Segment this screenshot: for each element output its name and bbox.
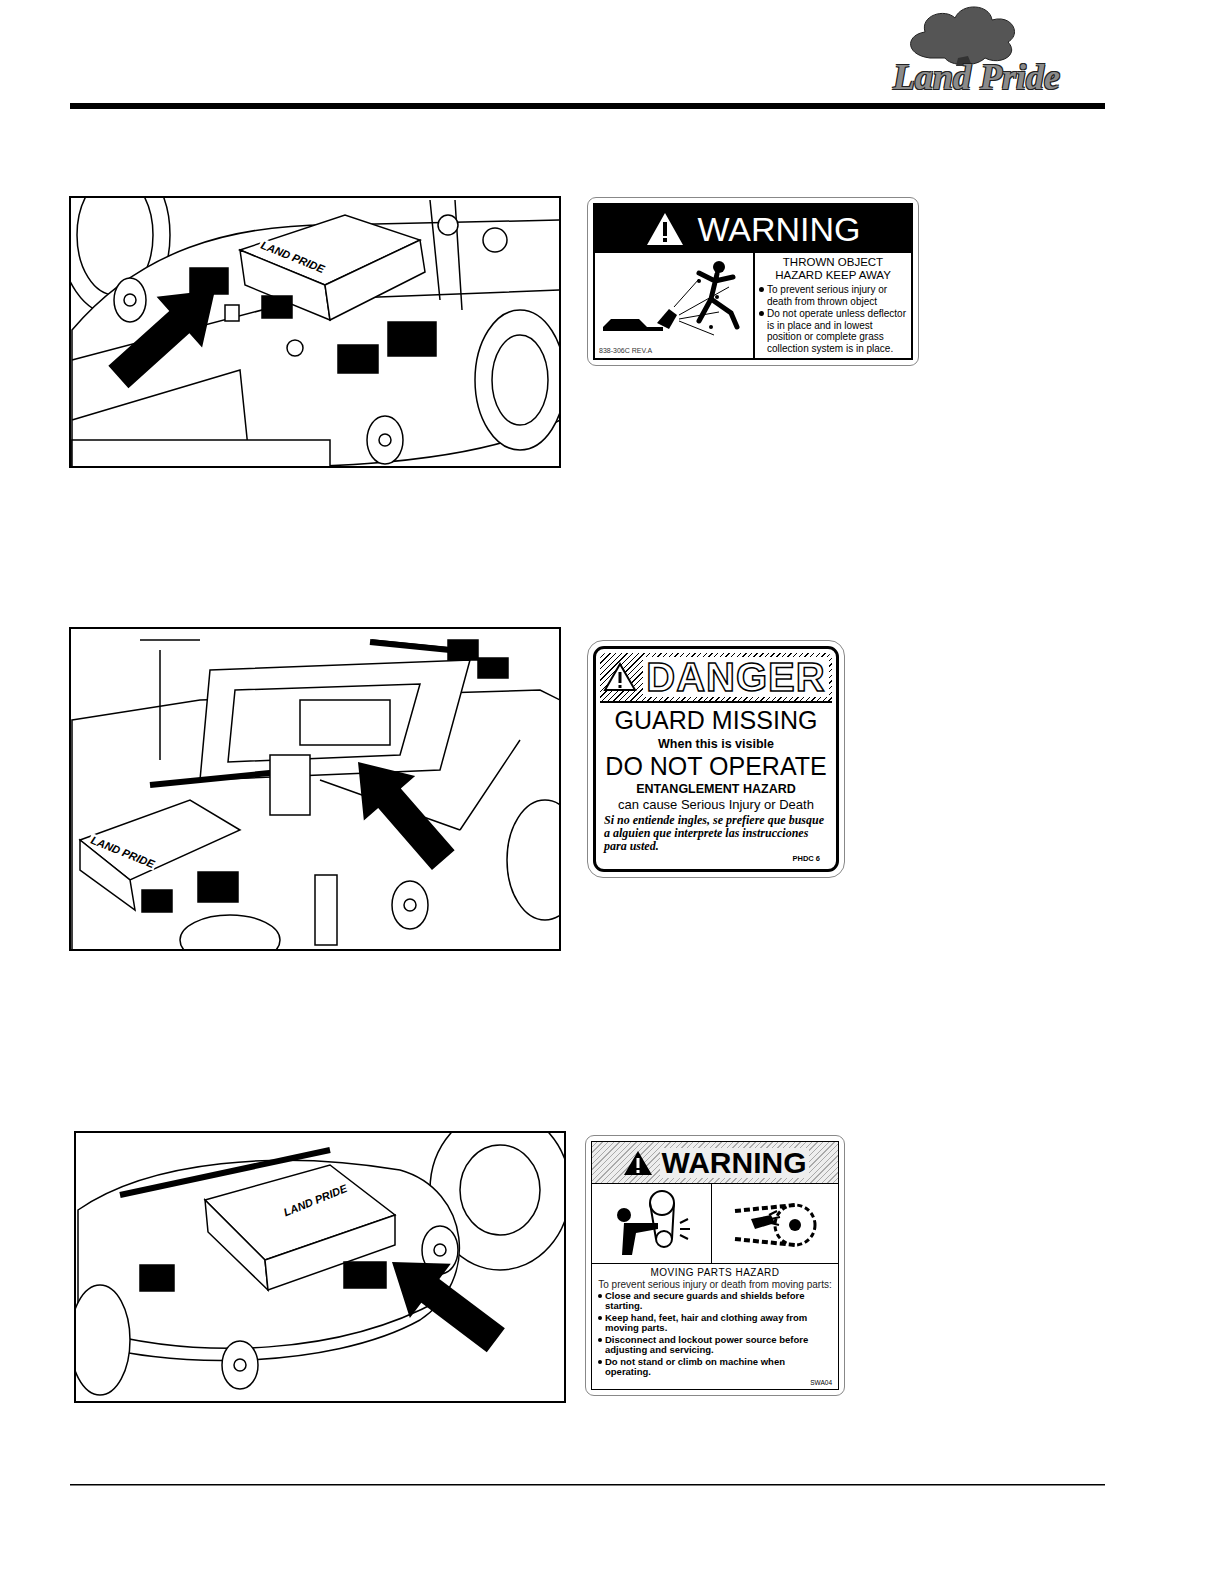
belt-entanglement-pictogram — [602, 1189, 702, 1259]
pointer-arrow — [332, 740, 469, 883]
message-panel: THROWN OBJECT HAZARD KEEP AWAY To prevent… — [755, 253, 911, 358]
signal-band: DANGER — [600, 653, 832, 703]
bullet-dot — [598, 1294, 602, 1298]
decal-inner: WARNING MOVING PARTS HAZARDTo prevent ser… — [591, 1141, 839, 1390]
bullet-dot — [598, 1360, 602, 1364]
message-line-large: GUARD MISSING — [615, 707, 818, 735]
bullet-item: Close and secure guards and shields befo… — [598, 1291, 832, 1312]
message-line: can cause Serious Injury or Death — [618, 797, 814, 812]
thrown-object-pictogram — [599, 257, 749, 345]
bullet-item: Disconnect and lockout power source befo… — [598, 1335, 832, 1356]
hazard-title: MOVING PARTS HAZARD — [598, 1267, 832, 1278]
decal-code: PHDC 6 — [792, 854, 820, 863]
message-line-small: ENTANGLEMENT HAZARD — [636, 782, 795, 796]
pictogram-cell — [592, 1184, 712, 1263]
pictogram-cell — [712, 1184, 838, 1263]
signal-word: WARNING — [660, 1148, 809, 1178]
pointer-arrow — [96, 265, 238, 403]
bullet-text: Keep hand, feet, hair and clothing away … — [605, 1313, 832, 1334]
bullet-item: Do not operate unless deflector is in pl… — [759, 308, 907, 354]
bullet-item: Do not stand or climb on machine when op… — [598, 1357, 832, 1378]
bullet-dot — [598, 1316, 602, 1320]
message-line-small: When this is visible — [658, 737, 774, 751]
bullet-item: To prevent serious injury or death from … — [759, 284, 907, 307]
decal-body: 838-306C REV.A THROWN OBJECT HAZARD KEEP … — [595, 253, 911, 358]
alert-triangle — [645, 211, 685, 247]
brand-logo: Land Pride — [893, 56, 1060, 98]
pictogram-panel: 838-306C REV.A — [595, 253, 755, 358]
chain-entanglement-pictogram — [725, 1189, 825, 1259]
bullet-text: Do not stand or climb on machine when op… — [605, 1357, 832, 1378]
signal-word: WARNING — [697, 212, 860, 246]
signal-band: WARNING — [592, 1142, 838, 1184]
decal-code: SWA04 — [810, 1379, 832, 1386]
alert-triangle — [622, 1149, 654, 1177]
bullet-dot — [759, 311, 764, 316]
mower-deck-illustration — [71, 198, 559, 466]
signal-band: WARNING — [595, 205, 911, 253]
decal-inner: WARNING 838-306C REV.A THROWN OBJECT HAZAR… — [593, 203, 913, 360]
decal-code: 838-306C REV.A — [599, 347, 749, 354]
bullet-text: Do not operate unless deflector is in pl… — [767, 308, 907, 354]
bullet-dot — [598, 1338, 602, 1342]
danger-decal: DANGER GUARD MISSING When this is visibleD… — [587, 640, 845, 878]
pictogram-row — [592, 1184, 838, 1264]
bullet-text: Close and secure guards and shields befo… — [605, 1291, 832, 1312]
signal-word: DANGER — [643, 657, 828, 697]
decal-inner: DANGER GUARD MISSING When this is visibleD… — [593, 646, 839, 872]
message-line: To prevent serious injury or death from … — [598, 1279, 832, 1290]
bullet-dot — [759, 287, 764, 292]
figure-frame — [70, 628, 560, 950]
bullet-item: Keep hand, feet, hair and clothing away … — [598, 1313, 832, 1334]
bullet-text: Disconnect and lockout power source befo… — [605, 1335, 832, 1356]
alert-triangle — [603, 662, 637, 692]
message-line-large: DO NOT OPERATE — [605, 753, 826, 781]
message-panel: MOVING PARTS HAZARDTo prevent serious in… — [592, 1264, 838, 1389]
mower-deck-illustration — [76, 1133, 564, 1395]
header-rule — [70, 103, 1105, 109]
hazard-title: THROWN OBJECT HAZARD KEEP AWAY — [759, 256, 907, 281]
mower-deck-illustration — [72, 640, 559, 949]
warning-decal: WARNING 838-306C REV.A THROWN OBJECT HAZAR… — [587, 197, 919, 366]
spanish-note: Si no entiende ingles, se prefiere que b… — [600, 812, 832, 854]
bullet-text: To prevent serious injury or death from … — [767, 284, 907, 307]
pointer-arrow — [372, 1235, 517, 1368]
warning-decal: WARNING MOVING PARTS HAZARDTo prevent ser… — [585, 1135, 845, 1396]
footer-rule — [70, 1484, 1105, 1486]
